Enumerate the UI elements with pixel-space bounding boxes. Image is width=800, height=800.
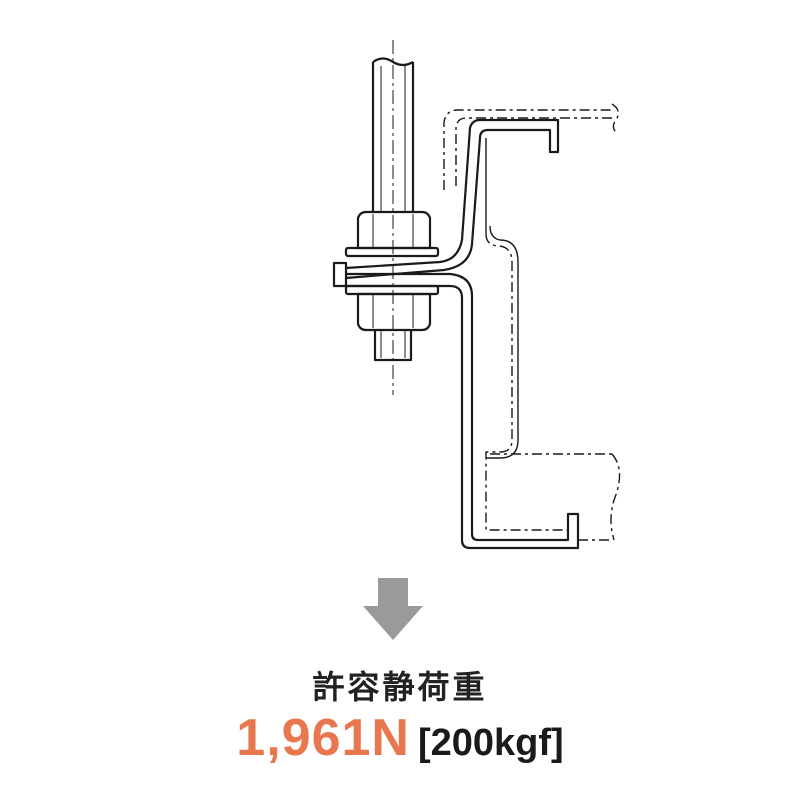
- load-newtons: 1,961N: [236, 709, 410, 767]
- down-arrow-icon: [363, 578, 423, 640]
- lower-nut: [356, 292, 432, 332]
- upper-washer: [344, 246, 440, 258]
- allowable-static-load-title: 許容静荷重: [312, 668, 488, 706]
- lower-washer: [344, 284, 440, 296]
- upper-nut: [356, 210, 432, 250]
- channel-outline: [443, 103, 621, 541]
- load-value: 1,961N[200kgf]: [0, 708, 800, 768]
- load-kgf: [200kgf]: [417, 722, 564, 764]
- bracket-flange: [332, 261, 580, 550]
